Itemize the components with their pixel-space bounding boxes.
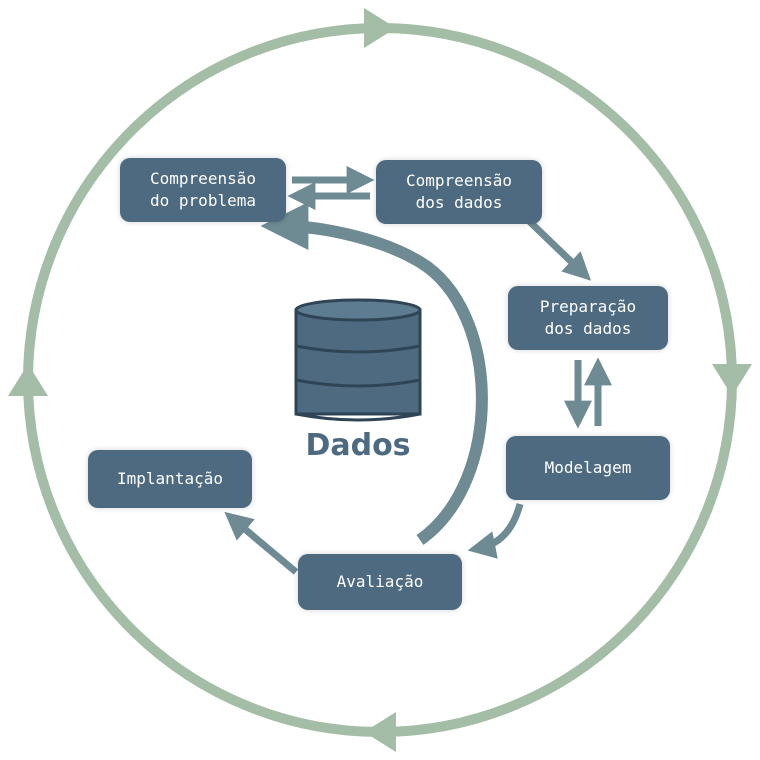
database-label: Dados — [305, 427, 411, 463]
node-data-preparation: Preparação dos dados — [508, 286, 668, 350]
database-icon — [294, 298, 422, 422]
node-data-understanding: Compreensão dos dados — [376, 160, 542, 224]
arrow-data-understanding-to-preparation — [525, 217, 592, 281]
node-evaluation: Avaliação — [298, 554, 462, 610]
arrow-evaluation-to-deployment — [224, 511, 299, 575]
node-modeling: Modelagem — [506, 436, 670, 500]
outer-arrowhead-bottom — [364, 712, 396, 752]
outer-arrowhead-right — [712, 364, 752, 396]
arrow-evaluation-to-business — [260, 202, 488, 545]
node-business-understanding: Compreensão do problema — [120, 158, 286, 222]
outer-arrowhead-top — [364, 8, 396, 48]
outer-arrowhead-left — [8, 364, 48, 396]
arrow-modeling-to-evaluation — [467, 503, 524, 559]
node-deployment: Implantação — [88, 450, 252, 508]
